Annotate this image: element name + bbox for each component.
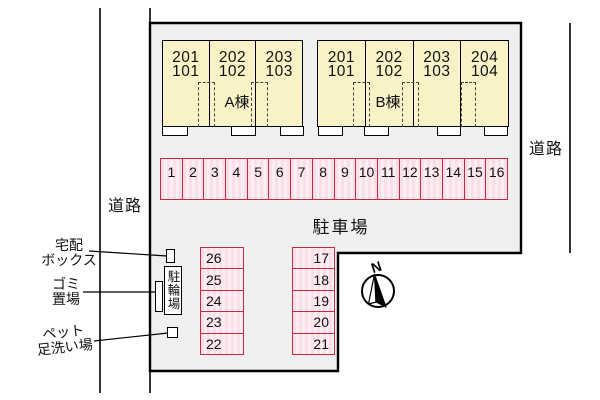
parking-column-right: 17 18 19 20 21 — [292, 247, 335, 355]
unit-number-upper: 203 — [265, 49, 293, 66]
unit-number-upper: 202 — [218, 49, 247, 66]
parking-area-label: 駐車場 — [312, 218, 370, 237]
pet-wash-leader-line — [93, 332, 169, 342]
parking-row: 1 2 3 4 5 6 7 8 9 10 11 12 13 14 15 16 — [160, 158, 508, 200]
parking-space: 23 — [201, 311, 243, 333]
delivery-box-label-line1: 宅配 — [55, 237, 83, 253]
porch-outline — [461, 82, 476, 127]
parking-space: 20 — [293, 311, 334, 333]
unit-number-lower: 104 — [470, 63, 499, 80]
parking-space: 18 — [293, 268, 334, 290]
parking-space: 1 — [161, 159, 182, 199]
pet-wash-marker — [167, 327, 178, 338]
porch-outline — [198, 82, 215, 127]
unit-number-lower: 103 — [265, 63, 293, 80]
parking-space: 14 — [441, 159, 464, 199]
unit-number-upper: 202 — [375, 49, 403, 66]
parking-space: 3 — [203, 159, 226, 199]
parking-space: 21 — [293, 332, 334, 355]
parking-space: 16 — [485, 159, 507, 199]
unit-number-lower: 102 — [375, 63, 403, 80]
parking-space: 8 — [311, 159, 334, 199]
parking-space: 10 — [355, 159, 377, 199]
delivery-box-leader-line — [88, 250, 168, 257]
delivery-box-label-line2: ボックス — [41, 251, 97, 268]
building-b-label: B棟 — [375, 94, 401, 111]
porch-outline — [402, 82, 419, 127]
parking-space: 5 — [246, 159, 269, 199]
porch-outline — [353, 82, 370, 127]
entrance-step — [484, 126, 508, 136]
parking-space: 24 — [201, 289, 243, 312]
road-right-label: 道路 — [528, 141, 563, 158]
parking-space: 2 — [181, 159, 204, 199]
delivery-box-label: 宅配 ボックス — [40, 238, 98, 267]
entrance-step — [231, 126, 256, 136]
road-left-label: 道路 — [107, 198, 142, 215]
parking-space: 17 — [293, 248, 334, 269]
parking-space: 13 — [420, 159, 442, 199]
parking-space: 6 — [268, 159, 291, 199]
garbage-area-label: ゴミ 置場 — [38, 277, 94, 306]
parking-column-left: 26 25 24 23 22 — [200, 247, 244, 355]
building-a-label: A棟 — [224, 94, 250, 111]
unit-number-upper: 203 — [423, 49, 451, 66]
parking-space: 4 — [225, 159, 247, 199]
entrance-step — [280, 126, 304, 136]
garbage-area-label-line2: 置場 — [52, 290, 80, 307]
entrance-step — [437, 126, 461, 136]
parking-space: 12 — [398, 159, 421, 199]
parking-space: 26 — [201, 248, 243, 269]
unit-number-lower: 101 — [172, 63, 200, 80]
entrance-step — [162, 126, 188, 136]
compass-north-label: N — [369, 258, 384, 276]
parking-space: 11 — [376, 159, 399, 199]
delivery-box-marker — [166, 249, 175, 263]
unit-number-upper: 201 — [327, 49, 356, 66]
unit-number-upper: 204 — [470, 49, 499, 66]
unit-number-lower: 101 — [327, 63, 356, 80]
entrance-step — [318, 126, 343, 136]
compass-icon: N — [361, 258, 395, 308]
parking-space: 22 — [201, 332, 243, 355]
bicycle-parking-box: 駐輪場 — [164, 266, 182, 315]
parking-space: 19 — [293, 289, 334, 312]
parking-space: 15 — [463, 159, 486, 199]
parking-space: 25 — [201, 268, 243, 290]
unit-number-lower: 102 — [218, 63, 247, 80]
parking-space: 9 — [333, 159, 356, 199]
garbage-area-label-line1: ゴミ — [52, 276, 80, 292]
parking-space: 7 — [290, 159, 312, 199]
unit-number-upper: 201 — [172, 49, 200, 66]
porch-outline — [251, 82, 268, 127]
garbage-area-marker — [155, 281, 163, 312]
unit-number-lower: 103 — [423, 63, 451, 80]
entrance-step — [364, 126, 389, 136]
